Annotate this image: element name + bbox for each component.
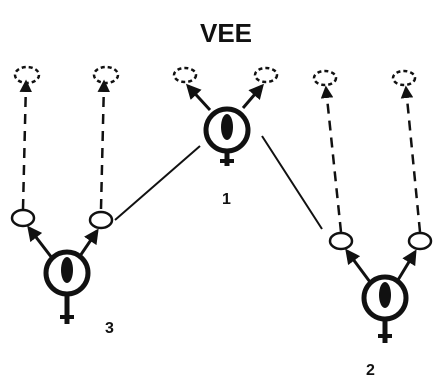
- bird-body: [61, 257, 73, 283]
- wingtip-vortex-icon: [10, 208, 36, 228]
- formation-line-3-left: [114, 145, 201, 221]
- bird-label-3: 3: [105, 320, 114, 337]
- bird-label-1: 1: [222, 191, 231, 208]
- formation-lines: [114, 135, 323, 230]
- diagram-title: VEE: [200, 18, 252, 48]
- bird-label-2: 2: [366, 362, 375, 379]
- trail-dashed-line: [320, 85, 343, 233]
- trail-vortex-icon: [172, 66, 198, 84]
- bird-3-group: 3: [10, 65, 120, 337]
- trail-vortex-icon: [13, 65, 41, 85]
- vortex-arrow: [345, 248, 372, 283]
- vortex-arrow: [185, 83, 212, 112]
- trail-vortex-icon: [253, 66, 279, 84]
- trail-vortex-icon: [92, 65, 120, 85]
- trail-dashed-line: [19, 79, 33, 210]
- formation-line-1-right: [261, 135, 323, 230]
- wingtip-vortex-icon: [88, 210, 114, 230]
- trail-vortex-icon: [312, 69, 338, 87]
- bird-body: [379, 282, 391, 308]
- bird-2-group: 2: [312, 69, 433, 379]
- wingtip-vortex-icon: [328, 231, 354, 251]
- vortex-arrow: [27, 225, 54, 259]
- wingtip-vortex-icon: [407, 231, 433, 251]
- bird-body: [221, 114, 233, 140]
- trail-dashed-line: [400, 85, 422, 233]
- bird-1-group: 1: [172, 66, 279, 208]
- vortex-arrow: [241, 83, 264, 109]
- vortex-arrow: [396, 249, 417, 281]
- vortex-arrow: [78, 228, 99, 257]
- trail-vortex-icon: [391, 69, 417, 87]
- trail-dashed-line: [97, 79, 111, 210]
